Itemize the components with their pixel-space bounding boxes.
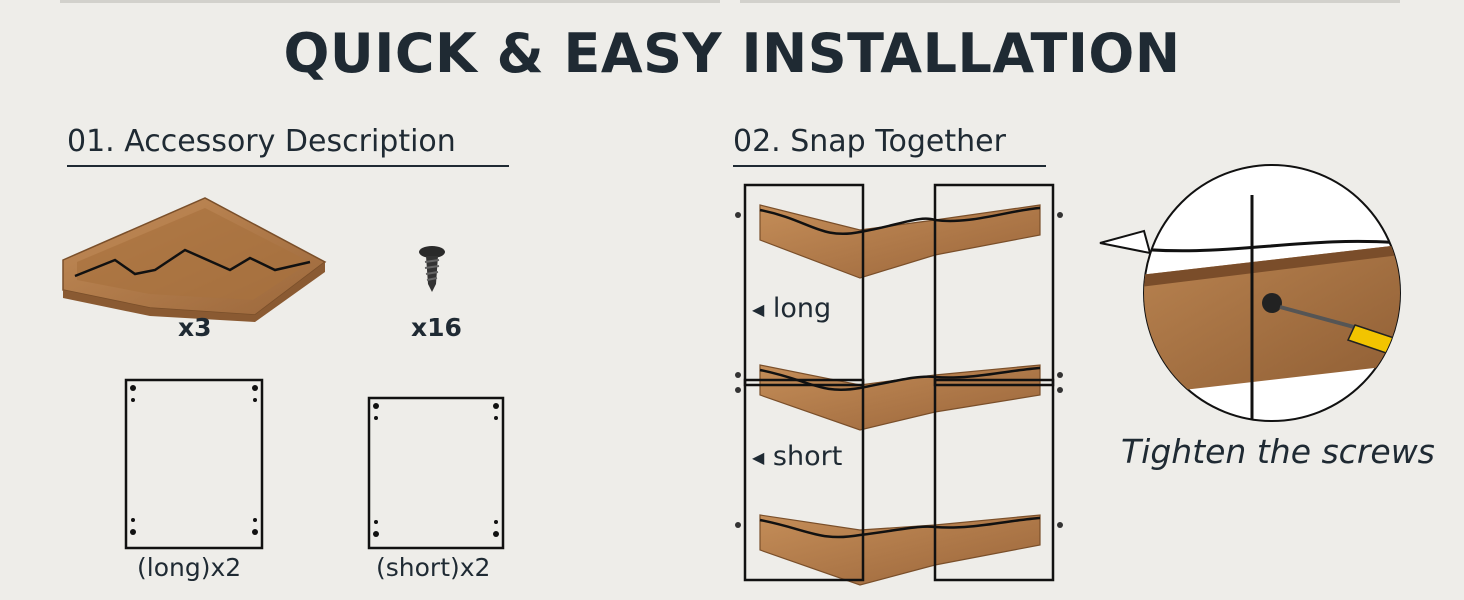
snap-together-heading: 02. Snap Together xyxy=(733,124,1046,167)
tighten-screws-caption: Tighten the screws xyxy=(1121,432,1435,471)
long-frame-quantity: (long)x2 xyxy=(137,553,242,582)
arrow-left-icon: ◀ xyxy=(752,300,765,319)
long-label-text: long xyxy=(772,293,832,324)
short-frame-icon xyxy=(367,396,505,550)
long-frame-label: ◀ long xyxy=(752,293,831,324)
short-label-text: short xyxy=(772,441,843,472)
top-divider-left xyxy=(60,0,720,3)
assembled-shelf-diagram xyxy=(735,183,1063,586)
top-divider-right xyxy=(740,0,1400,3)
long-frame-icon xyxy=(124,378,264,550)
screw-quantity: x16 xyxy=(411,313,462,342)
corner-shelf-icon xyxy=(62,197,327,322)
screw-detail-zoom xyxy=(1099,164,1401,422)
accessory-heading: 01. Accessory Description xyxy=(67,124,509,167)
short-frame-label: ◀ short xyxy=(752,441,842,472)
short-frame-quantity: (short)x2 xyxy=(376,553,491,582)
shelf-quantity: x3 xyxy=(178,313,212,342)
page-title: QUICK & EASY INSTALLATION xyxy=(283,22,1181,85)
arrow-left-icon: ◀ xyxy=(752,448,765,467)
screw-icon xyxy=(419,246,445,292)
